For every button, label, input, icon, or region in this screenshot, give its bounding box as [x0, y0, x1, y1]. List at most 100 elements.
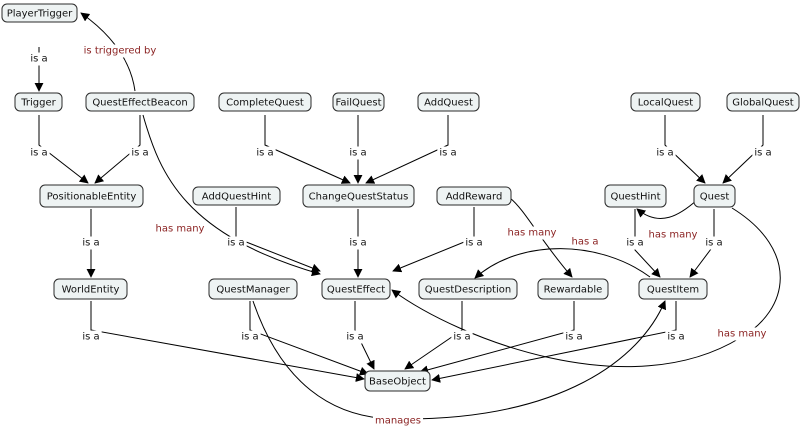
edge-label-background [347, 236, 369, 250]
node-rewardable[interactable]: Rewardable [537, 278, 609, 300]
node-label: QuestManager [216, 285, 290, 296]
node-label: Trigger [20, 98, 56, 109]
edge-fail-quest-to-change-quest-status: is a [347, 115, 369, 184]
node-base-object[interactable]: BaseObject [364, 370, 431, 392]
edge-label-background [654, 146, 676, 160]
node-label: Rewardable [544, 285, 603, 296]
node-world-entity[interactable]: WorldEntity [53, 278, 128, 300]
node-quest-effect[interactable]: QuestEffect [321, 278, 391, 300]
edge-line [404, 301, 463, 370]
node-label: AddReward [446, 192, 503, 203]
edge-label: is a [349, 238, 366, 249]
edge-label: is triggered by [84, 46, 157, 57]
edge-quest-to-quest-item: is a [689, 209, 725, 278]
edge-label: is a [30, 54, 47, 65]
edge-label-background [129, 146, 151, 160]
edge-label: is a [346, 332, 363, 343]
node-box [604, 184, 667, 208]
edge-line [664, 115, 706, 184]
edge-label-background [372, 414, 424, 427]
node-add-quest[interactable]: AddQuest [417, 92, 480, 112]
edge-add-quest-hint-to-quest-effect: is a [225, 207, 321, 273]
edge-label: is a [754, 148, 771, 159]
edge-label-background [225, 236, 247, 250]
node-add-quest-hint[interactable]: AddQuestHint [192, 186, 281, 206]
edge-label: is a [656, 148, 673, 159]
edge-label-background [437, 146, 459, 160]
node-box [302, 184, 415, 208]
node-box [630, 92, 701, 112]
edge-quest-item-to-base-object: is a [431, 301, 687, 383]
node-box [1, 3, 78, 23]
edge-label-background [505, 226, 559, 240]
node-add-reward[interactable]: AddReward [436, 186, 512, 206]
edge-label: is a [626, 238, 643, 249]
node-quest-manager[interactable]: QuestManager [208, 278, 298, 300]
edge-label: is a [131, 148, 148, 159]
edge-label: is a [453, 332, 470, 343]
edge-label-background [715, 327, 769, 341]
edge-label: is a [439, 148, 456, 159]
edge-add-reward-to-quest-effect: is a [392, 207, 485, 273]
edge-label: is a [241, 332, 258, 343]
node-change-quest-status[interactable]: ChangeQuestStatus [302, 184, 415, 208]
node-label: WorldEntity [62, 285, 120, 296]
edge-label: has many [718, 329, 767, 340]
node-box [436, 186, 512, 206]
edge-label: is a [565, 332, 582, 343]
node-positionable-entity[interactable]: PositionableEntity [39, 184, 144, 208]
node-quest-description[interactable]: QuestDescription [418, 278, 518, 300]
node-box [726, 92, 800, 112]
node-fail-quest[interactable]: FailQuest [332, 92, 385, 112]
edge-label: is a [667, 332, 684, 343]
edge-positionable-entity-to-world-entity: is a [80, 209, 102, 278]
node-global-quest[interactable]: GlobalQuest [726, 92, 800, 112]
edge-label: has a [572, 237, 599, 248]
node-trigger[interactable]: Trigger [14, 92, 63, 112]
edge-quest-effect-beacon-to-positionable-entity: is a [94, 115, 151, 184]
node-box [638, 278, 708, 300]
edge-line [38, 115, 89, 184]
node-box [192, 186, 281, 206]
edge-label-background [563, 330, 585, 344]
edge-label-background [646, 228, 700, 242]
node-label: AddQuestHint [202, 192, 271, 203]
edge-trigger-to-player-trigger: is a [28, 47, 50, 92]
edge-line [365, 115, 449, 184]
edge-line [634, 209, 661, 278]
node-box [85, 92, 195, 112]
edge-label-background [344, 330, 366, 344]
edge-quest-item-to-quest-description: has a [474, 235, 651, 279]
edge-line [252, 300, 666, 420]
node-label: QuestDescription [425, 285, 511, 296]
edge-label-background [239, 330, 261, 344]
node-label: GlobalQuest [732, 98, 793, 109]
edge-label-background [28, 146, 50, 160]
edge-label-background [752, 146, 774, 160]
edge-label-background [665, 330, 687, 344]
edge-label: is a [82, 238, 99, 249]
node-complete-quest[interactable]: CompleteQuest [218, 92, 312, 112]
node-box [39, 184, 144, 208]
edge-label: has many [508, 228, 557, 239]
node-quest-hint[interactable]: QuestHint [604, 184, 667, 208]
node-quest-item[interactable]: QuestItem [638, 278, 708, 300]
node-player-trigger[interactable]: PlayerTrigger [1, 3, 78, 23]
node-local-quest[interactable]: LocalQuest [630, 92, 701, 112]
edge-label: is a [30, 148, 47, 159]
edge-label: is a [256, 148, 273, 159]
edge-quest-manager-to-base-object: is a [239, 301, 369, 376]
node-box [53, 278, 128, 300]
node-label: QuestEffect [327, 285, 385, 296]
edge-line [94, 115, 141, 184]
edge-label-background [80, 330, 102, 344]
node-label: QuestItem [647, 285, 699, 296]
edge-add-quest-to-change-quest-status: is a [365, 115, 459, 184]
node-label: BaseObject [369, 377, 426, 388]
edge-label-background [451, 330, 473, 344]
node-quest[interactable]: Quest [693, 184, 736, 208]
edge-label: has many [649, 230, 698, 241]
node-quest-effect-beacon[interactable]: QuestEffectBeacon [85, 92, 195, 112]
edge-line [431, 301, 677, 383]
